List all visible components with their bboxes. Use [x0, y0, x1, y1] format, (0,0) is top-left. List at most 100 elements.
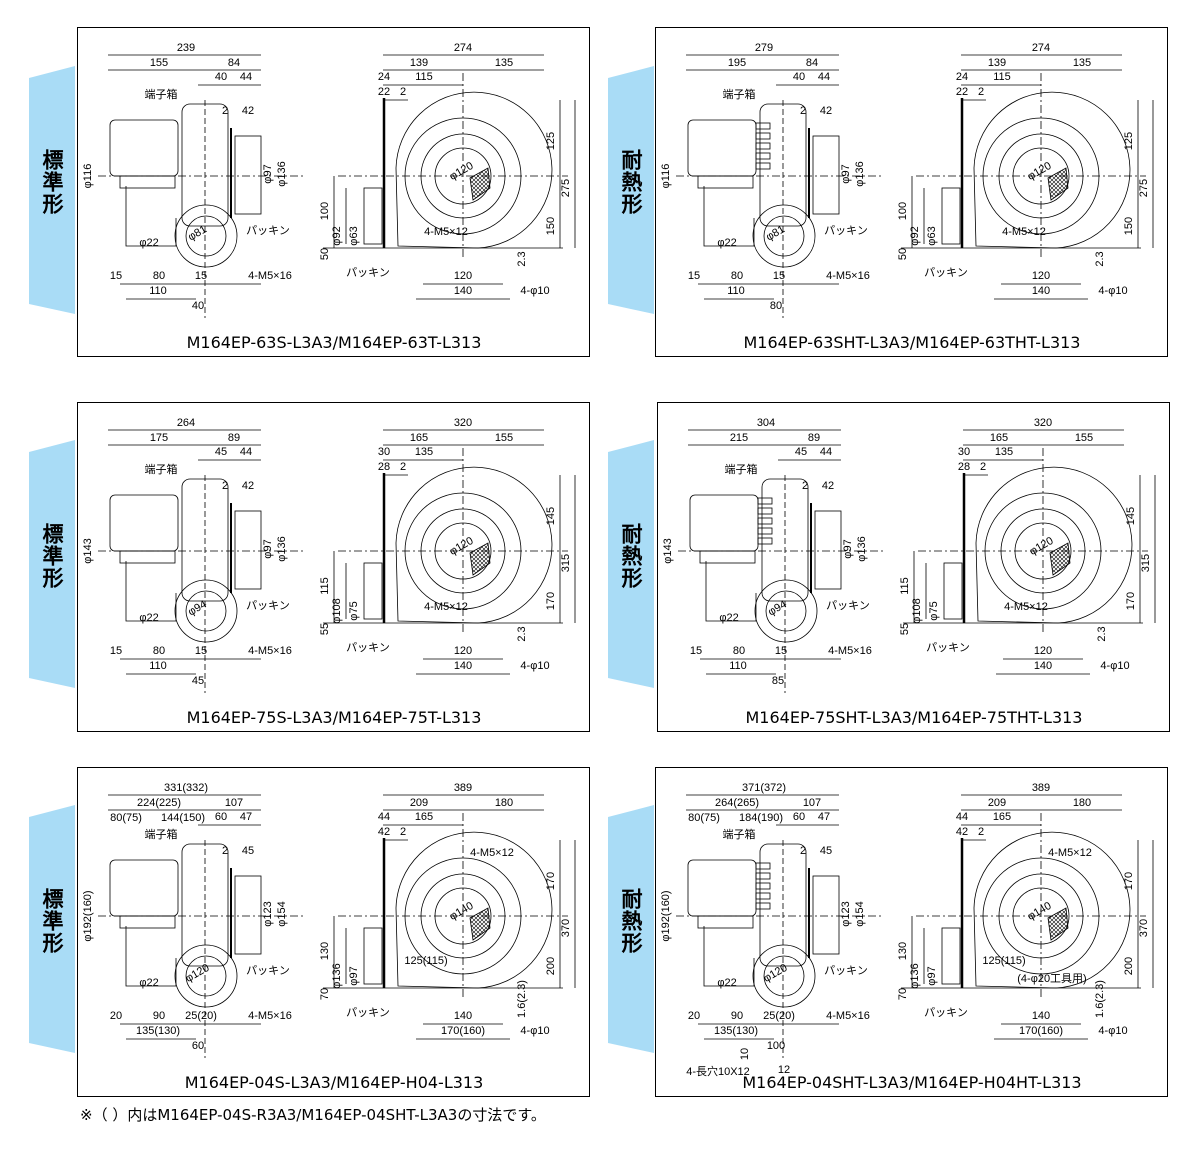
side-dim-motor-len: 224(225) — [137, 797, 181, 809]
side-dim-dia-out-out: φ136 — [276, 536, 288, 562]
front-dim-a: 30 — [958, 446, 970, 458]
front-dim-holes: 4-φ10 — [520, 660, 549, 672]
side-dim-terminal-box: 端子箱 — [723, 827, 756, 841]
front-dim-h-bottom: 170 — [1125, 592, 1137, 610]
outlet-side — [814, 510, 842, 590]
side-dim-foot-r: 15 — [195, 645, 207, 657]
side-dim-foot-r: 25(20) — [185, 1010, 217, 1022]
front-dim-dia-flange: φ108 — [331, 598, 343, 624]
drawing-lines — [678, 429, 1156, 693]
side-dim-b: 44 — [240, 71, 252, 83]
front-dim-h-outlet: 115 — [319, 577, 331, 595]
side-dim-slot-w: 12 — [778, 1064, 790, 1076]
side-dim-a: 40 — [793, 71, 805, 83]
side-dim-fan-len: 84 — [806, 57, 818, 69]
type-label: 耐熱形 — [619, 888, 643, 954]
front-dim-right: 155 — [495, 432, 513, 444]
cooling-fin — [755, 892, 771, 900]
side-dim-foot-c: 80 — [731, 270, 743, 282]
front-dim-h-top: 170 — [1123, 872, 1135, 890]
front-dim-h-bottom: 150 — [1123, 217, 1135, 235]
outlet-front — [363, 187, 383, 245]
type-tab: 耐熱形 — [607, 803, 655, 1053]
front-dim-holes: 4-φ10 — [1100, 660, 1129, 672]
side-dim-inlet-offset: 60 — [192, 1040, 204, 1052]
model-caption: M164EP-04S-L3A3/M164EP-H04-L313 — [185, 1073, 484, 1092]
type-label: 標準形 — [40, 149, 64, 215]
type-label: 標準形 — [40, 888, 64, 954]
side-dim-foot-l: 15 — [110, 645, 122, 657]
front-dim-foot-out: 140 — [1034, 660, 1052, 672]
front-dim-h-bottom: 170 — [545, 592, 557, 610]
side-dim-terminal-box: 端子箱 — [723, 87, 756, 101]
side-dim-fan-len: 84 — [228, 57, 240, 69]
side-dim-gasket: パッキン — [246, 599, 290, 612]
type-label: 耐熱形 — [619, 523, 643, 589]
scroll-housing — [973, 831, 1131, 989]
front-dim-c: 42 — [956, 826, 968, 838]
model-caption: M164EP-63S-L3A3/M164EP-63T-L313 — [187, 333, 482, 352]
drawing-lines — [98, 794, 576, 1058]
inlet-flange — [174, 204, 238, 268]
side-dim-foot-total: 110 — [729, 660, 747, 672]
side-dim-a: 40 — [215, 71, 227, 83]
side-dim-dia-cable: φ22 — [139, 977, 158, 989]
side-dim-a: 45 — [215, 446, 227, 458]
side-dim-overall: 331(332) — [164, 782, 208, 794]
cooling-fin — [755, 132, 771, 140]
front-dim-d: 2 — [978, 86, 984, 98]
front-dim-right: 180 — [495, 797, 513, 809]
front-dim-h-total: 370 — [1138, 919, 1150, 937]
outlet-side — [234, 510, 262, 590]
front-dim-holes: 4-φ10 — [520, 285, 549, 297]
side-dim-terminal-box: 端子箱 — [145, 87, 178, 101]
front-dim-foot-h: 1.6(2.3) — [1094, 980, 1106, 1018]
side-dim-dia-out-out: φ154 — [854, 901, 866, 927]
outlet-front — [941, 187, 961, 245]
side-dim-terminal-box: 端子箱 — [145, 827, 178, 841]
front-dim-b: 115 — [415, 71, 433, 83]
side-dim-inlet-offset: 40 — [192, 300, 204, 312]
side-dim-gasket: パッキン — [824, 964, 868, 977]
front-dim-left: 165 — [990, 432, 1008, 444]
front-dim-b: 135 — [995, 446, 1013, 458]
side-dim-overall: 264 — [177, 417, 195, 429]
side-dim-d: 42 — [242, 480, 254, 492]
side-dim-dia-motor: φ143 — [82, 538, 94, 564]
front-dim-right: 135 — [1073, 57, 1091, 69]
front-dim-holes: 4-φ10 — [520, 1025, 549, 1037]
side-dim-d: 45 — [820, 845, 832, 857]
motor-body — [109, 859, 179, 917]
side-dim-foot-r: 15 — [773, 270, 785, 282]
front-dim-overall: 320 — [1034, 417, 1052, 429]
side-dim-dia-cable: φ22 — [717, 977, 736, 989]
side-dim-foot-c: 80 — [153, 270, 165, 282]
terminal-box — [119, 550, 176, 564]
front-dim-h-top: 145 — [1125, 507, 1137, 525]
front-dim-b: 115 — [993, 71, 1011, 83]
side-dim-b: 47 — [240, 811, 252, 823]
front-dim-d: 2 — [400, 86, 406, 98]
type-tab: 標準形 — [28, 803, 76, 1053]
front-dim-h-outlet: 130 — [897, 942, 909, 960]
side-dim-c: 2 — [222, 480, 228, 492]
side-dim-foot-total: 110 — [149, 285, 167, 297]
front-dim-gasket: パッキン — [926, 641, 970, 654]
side-dim-dia-cable: φ22 — [719, 612, 738, 624]
terminal-box — [697, 175, 754, 189]
side-dim-dia-cable: φ22 — [139, 237, 158, 249]
side-dim-foot-r: 15 — [195, 270, 207, 282]
side-dim-c: 2 — [800, 105, 806, 117]
side-dim-dia-out-in: φ123 — [262, 901, 274, 927]
front-dim-b: 135 — [415, 446, 433, 458]
front-dim-offset: 125(115) — [404, 955, 447, 967]
front-dim-screws: 4-M5×12 — [424, 226, 468, 238]
motor-body — [689, 494, 759, 552]
front-dim-h-outlet: 100 — [319, 202, 331, 220]
front-dim-left: 165 — [410, 432, 428, 444]
front-dim-h-low: 55 — [899, 623, 911, 635]
front-dim-foot-h: 1.6(2.3) — [516, 980, 528, 1018]
